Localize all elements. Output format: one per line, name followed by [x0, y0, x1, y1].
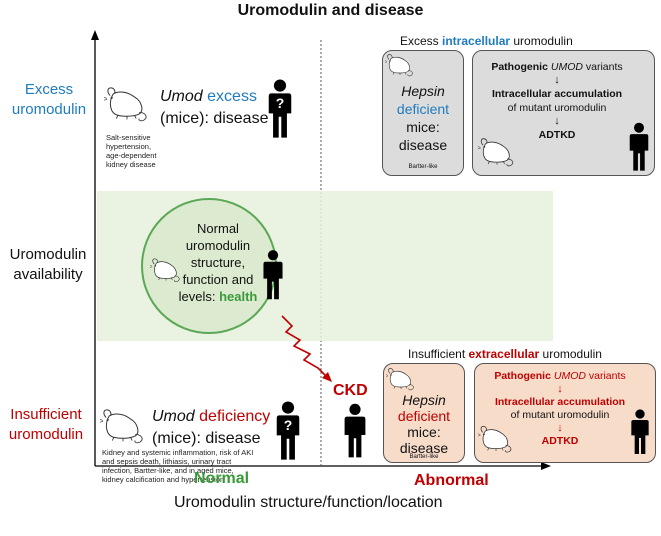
mouse-icon: [478, 136, 516, 168]
mouse-icon: [385, 52, 415, 78]
hepsin-note-top: Bartter-like: [408, 164, 438, 170]
umod-deficiency-label: Umod deficiency (mice): disease: [152, 408, 271, 447]
y-label-excess: Excess uromodulin: [11, 81, 87, 118]
human-icon: ?: [267, 78, 293, 140]
mouse-icon: [478, 424, 514, 454]
health-circle-text: Normal uromodulin structure, function an…: [178, 221, 258, 304]
x-axis-title: Uromodulin structure/function/location: [174, 494, 443, 511]
question-mark: ?: [275, 95, 285, 111]
human-icon: [343, 402, 367, 460]
mouse-icon: [100, 406, 146, 446]
excess-mouse-phenotype: Salt-sensitive hypertension, age-depende…: [106, 133, 157, 169]
insufficient-extracellular-heading: Insufficient extracellular uromodulin: [408, 347, 602, 361]
x-label-normal: Normal: [194, 470, 250, 487]
question-mark: ?: [283, 417, 293, 433]
human-icon: [630, 408, 650, 456]
ckd-label: CKD: [333, 382, 368, 399]
mouse-icon: [386, 366, 416, 392]
y-label-availability: Uromodulin availability: [9, 246, 87, 283]
x-label-abnormal: Abnormal: [414, 472, 489, 489]
hepsin-note-bottom: Bartter-like: [409, 454, 439, 460]
deficiency-mouse-phenotype: Kidney and systemic inflammation, risk o…: [102, 448, 254, 484]
human-icon: [628, 122, 650, 172]
hepsin-text-bottom: Hepsin deficient mice: disease: [397, 392, 451, 456]
pathogenic-text-top: Pathogenic UMOD variants ↓ Intracellular…: [491, 61, 623, 141]
umod-excess-label: Umod excess (mice): disease: [160, 88, 269, 127]
excess-intracellular-heading: Excess intracellular uromodulin: [400, 34, 573, 48]
y-label-insufficient: Insufficient uromodulin: [8, 406, 84, 443]
diagram-title: Uromodulin and disease: [237, 2, 424, 19]
human-icon: ?: [275, 400, 301, 462]
pathogenic-text-bottom: Pathogenic UMOD variants ↓ Intracellular…: [494, 370, 626, 447]
hepsin-text-top: Hepsin deficient mice: disease: [396, 83, 450, 153]
